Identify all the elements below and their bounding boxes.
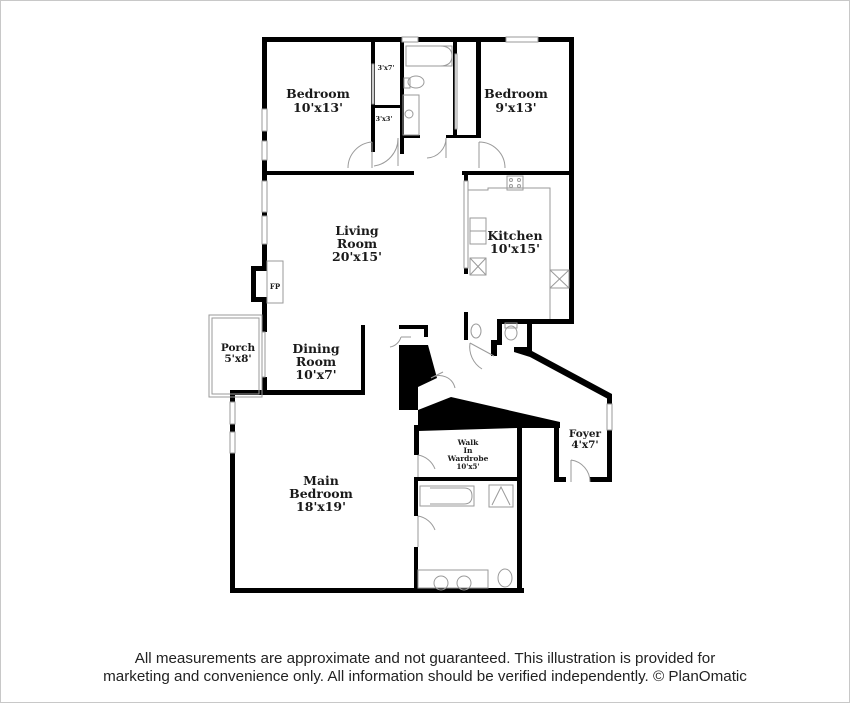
room-size: 18'x19' [296, 499, 346, 514]
porch-outline [208, 314, 263, 398]
room-label: Bedroom [286, 86, 350, 101]
room-label: In [464, 446, 474, 455]
room-size: 10'x7' [295, 367, 336, 382]
vanity-icon [417, 569, 489, 589]
fireplace-icon [266, 260, 284, 304]
room-size: 20'x15' [332, 249, 382, 264]
fireplace-label: FP [270, 282, 281, 291]
fixtures [266, 45, 570, 591]
room-label: Bedroom [484, 86, 548, 101]
door-icon [426, 137, 447, 159]
disclaimer: All measurements are approximate and not… [0, 650, 850, 686]
room-size: 4'x7' [571, 439, 598, 451]
toilet-icon [407, 75, 425, 89]
door-icon [347, 141, 373, 169]
room-size: 3'x3' [376, 115, 393, 123]
room-label: Living [335, 223, 379, 238]
room-label: Room [296, 354, 336, 369]
room-size: 5'x8' [224, 353, 251, 365]
room-label: Dining [292, 341, 340, 356]
ensuite-tub-icon [419, 485, 475, 507]
powder-sink-icon [470, 323, 482, 339]
sink-icon [402, 94, 420, 136]
disclaimer-line-2: marketing and convenience only. All info… [103, 668, 747, 685]
windows [229, 36, 613, 454]
room-label: Walk [457, 438, 479, 447]
disclaimer-line-1: All measurements are approximate and not… [134, 650, 716, 667]
room-label: Foyer [569, 428, 602, 440]
room-size: 10'x15' [490, 241, 540, 256]
ensuite-toilet-icon [497, 568, 513, 588]
room-size: 9'x13' [495, 100, 536, 115]
door-icon [373, 137, 399, 167]
door-icon [389, 336, 411, 348]
room-size: 10'x13' [293, 100, 343, 115]
room-label: Main [303, 473, 339, 488]
room-size: 3'x7' [378, 64, 395, 72]
door-icon [417, 454, 436, 477]
dishwasher-icon [469, 257, 487, 276]
door-icon [430, 371, 456, 389]
counter-icon [468, 187, 551, 319]
door-icon [478, 141, 506, 169]
powder-toilet-icon [504, 325, 518, 341]
room-label: Porch [221, 342, 256, 354]
room-size: 10'x5' [456, 462, 479, 471]
fridge-icon [549, 269, 570, 289]
stove-icon [506, 175, 524, 191]
door-icon [469, 342, 495, 370]
room-label: Kitchen [487, 228, 542, 243]
room-labels: Bedroom 10'x13' Bedroom 9'x13' 3'x7' 3'x… [221, 64, 602, 514]
bathtub-icon [405, 45, 453, 67]
walls [230, 37, 612, 593]
room-label: Wardrobe [447, 454, 489, 463]
doors [347, 137, 591, 547]
room-label: Bedroom [289, 486, 353, 501]
shower-icon [488, 484, 514, 508]
door-icon [417, 515, 436, 547]
door-icon [570, 459, 591, 483]
room-label: Room [337, 236, 377, 251]
